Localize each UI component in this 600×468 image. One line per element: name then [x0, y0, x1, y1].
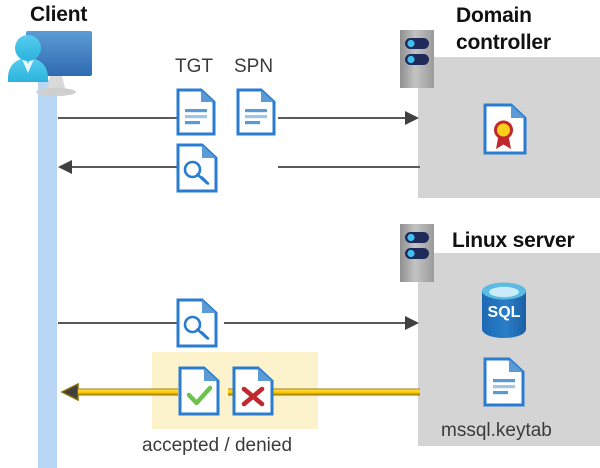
arrow-dc-to-client-ticket	[56, 157, 420, 177]
arrow-linux-to-client-response	[56, 381, 420, 403]
tgt-label: TGT	[175, 56, 213, 77]
tgt-document-icon	[176, 88, 216, 136]
arrow-client-to-linux-request	[56, 313, 420, 333]
domain-controller-title-line2: controller	[456, 31, 551, 54]
spn-document-icon	[236, 88, 276, 136]
linux-server-title: Linux server	[452, 229, 575, 252]
arrow-client-to-dc-request	[56, 108, 420, 128]
svg-text:SQL: SQL	[488, 304, 521, 321]
certificate-document-icon	[483, 103, 527, 155]
client-icon	[4, 26, 100, 98]
domain-controller-server-icon	[398, 28, 438, 90]
ticket-key-document-icon	[176, 143, 218, 193]
sql-database-icon: SQL	[478, 281, 530, 339]
accepted-document-icon	[178, 366, 220, 416]
spn-label: SPN	[234, 56, 274, 77]
service-key-document-icon	[176, 298, 218, 348]
denied-document-icon	[232, 366, 274, 416]
accepted-denied-label: accepted / denied	[142, 435, 293, 456]
linux-server-server-icon	[398, 222, 438, 284]
keytab-document-icon	[483, 357, 525, 407]
keytab-label: mssql.keytab	[441, 420, 552, 441]
domain-controller-title-line1: Domain	[456, 4, 532, 27]
client-lifeline	[38, 80, 57, 468]
client-title: Client	[30, 3, 88, 26]
